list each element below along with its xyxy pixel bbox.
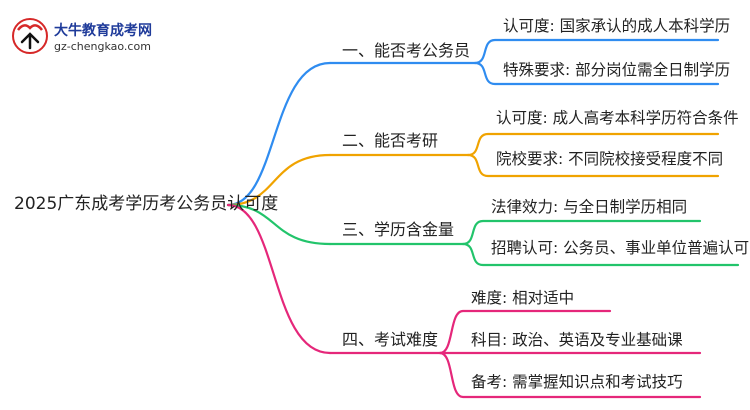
branch-3-label: 三、学历含金量 <box>342 220 455 239</box>
branch-1-label: 一、能否考公务员 <box>342 41 471 60</box>
leaf-4-1: 难度: 相对适中 <box>471 289 575 307</box>
brand-logo: 大牛教育成考网 gz-chengkao.com <box>10 16 180 56</box>
branch-3-curve <box>226 203 332 246</box>
leaf-1-1-line <box>473 38 720 65</box>
leaf-1-1: 认可度: 国家承认的成人本科学历 <box>503 17 731 35</box>
leaf-2-2: 院校要求: 不同院校接受程度不同 <box>496 150 724 168</box>
leaf-4-3: 备考: 需掌握知识点和考试技巧 <box>471 373 683 391</box>
leaf-3-2-line <box>461 242 740 267</box>
bull-logo-icon <box>12 18 48 54</box>
leaf-1-2-line <box>473 61 720 86</box>
brand-url: gz-chengkao.com <box>54 40 151 53</box>
leaf-3-1: 法律效力: 与全日制学历相同 <box>491 198 688 216</box>
leaf-2-2-line <box>466 153 720 178</box>
brand-name: 大牛教育成考网 <box>54 23 152 39</box>
leaf-4-3-line <box>438 351 702 399</box>
leaf-2-1: 认可度: 成人高考本科学历符合条件 <box>496 109 739 127</box>
branch-2-label: 二、能否考研 <box>342 131 439 150</box>
leaf-4-2: 科目: 政治、英语及专业基础课 <box>471 331 683 349</box>
leaf-4-1-line <box>438 309 612 355</box>
leaf-2-1-line <box>466 132 720 157</box>
leaf-3-2: 招聘认可: 公务员、事业单位普遍认可 <box>491 239 750 257</box>
branch-4-label: 四、考试难度 <box>342 330 439 349</box>
root-node: 2025广东成考学历考公务员认可度 <box>14 194 279 214</box>
branch-1-curve <box>226 61 332 207</box>
leaf-1-2: 特殊要求: 部分岗位需全日制学历 <box>503 61 731 79</box>
leaf-3-1-line <box>461 219 702 246</box>
branch-4-curve <box>226 203 332 355</box>
branch-2-curve <box>226 153 332 207</box>
